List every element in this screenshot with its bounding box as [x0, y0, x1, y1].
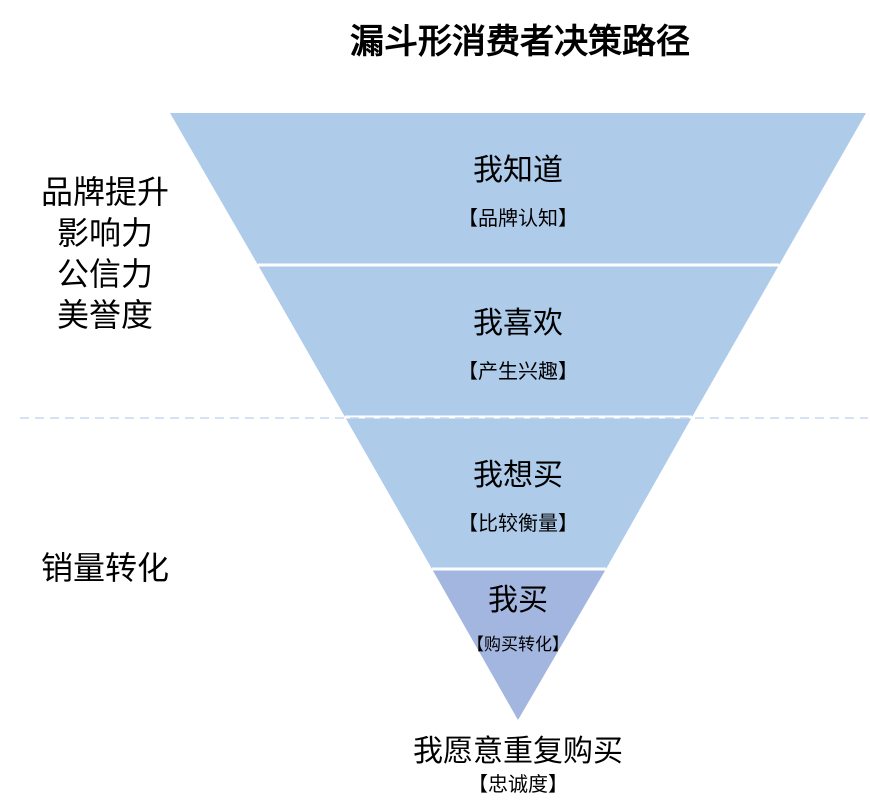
funnel-stage-purchase [432, 569, 606, 720]
stage-purchase-label: 我买 [488, 583, 548, 618]
brand-lift-group: 品牌提升 影响力 公信力 美誉度 [25, 172, 185, 336]
brand-lift-heading: 品牌提升 [40, 173, 169, 211]
stage-consideration-sublabel: 【比较衡量】 [458, 511, 578, 535]
influence-label: 影响力 [56, 214, 153, 252]
loyalty-label: 我愿意重复购买 [413, 734, 623, 769]
diagram-title: 漏斗形消费者决策路径 [350, 22, 690, 62]
loyalty-sublabel: 【忠诚度】 [468, 772, 568, 796]
stage-consideration-label: 我想买 [473, 458, 563, 493]
stage-awareness-label: 我知道 [473, 153, 563, 188]
stage-purchase-sublabel: 【购买转化】 [467, 635, 569, 655]
funnel-stage-awareness [170, 113, 866, 265]
funnel-stage-consideration [345, 417, 692, 569]
sales-conversion-label: 销量转化 [40, 549, 169, 587]
stage-awareness-sublabel: 【品牌认知】 [458, 206, 578, 230]
stage-interest-sublabel: 【产生兴趣】 [458, 359, 578, 383]
reputation-label: 美誉度 [56, 296, 153, 334]
funnel-stage-interest [258, 265, 779, 417]
stage-interest-label: 我喜欢 [473, 306, 563, 341]
credibility-label: 公信力 [56, 255, 153, 293]
